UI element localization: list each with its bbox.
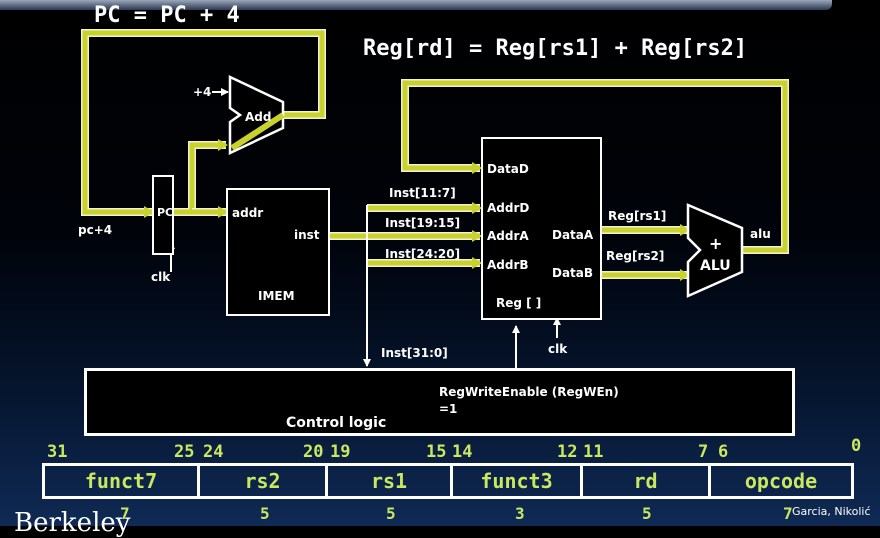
pc-register-label: PC bbox=[157, 206, 174, 219]
author-credit: Garcia, Nikolić bbox=[792, 505, 871, 518]
bit-31: 31 bbox=[47, 442, 68, 462]
pc-feedback-wire bbox=[81, 29, 326, 216]
bit-11: 11 bbox=[583, 442, 604, 462]
regfile-datad-port: DataD bbox=[487, 162, 529, 176]
imem-addr-port: addr bbox=[232, 206, 264, 220]
imem-inst-port: inst bbox=[294, 228, 320, 242]
adder-plus4-label: +4 bbox=[193, 85, 212, 99]
regfile-addra-port: AddrA bbox=[487, 229, 529, 243]
control-logic-label: Control logic bbox=[286, 415, 387, 431]
alu-input-a-label: Reg[rs1] bbox=[608, 209, 667, 223]
bit-19: 19 bbox=[330, 442, 351, 462]
field-rs1: rs1 bbox=[328, 463, 453, 499]
reg-update-equation: Reg[rd] = Reg[rs1] + Reg[rs2] bbox=[363, 36, 748, 61]
top-bar bbox=[0, 0, 832, 10]
field-rs2: rs2 bbox=[200, 463, 328, 499]
pc-plus4-label: pc+4 bbox=[78, 223, 113, 237]
field-opcode: opcode bbox=[711, 463, 854, 499]
bit-6: 6 bbox=[718, 442, 729, 462]
regfile-clock-label: clk bbox=[548, 342, 568, 356]
regwen-value-label: =1 bbox=[439, 402, 458, 416]
width-rd: 5 bbox=[642, 504, 652, 523]
inst-rs1-slice-label: Inst[19:15] bbox=[385, 216, 461, 230]
control-logic-block bbox=[84, 368, 795, 436]
regwen-signal-label: RegWriteEnable (RegWEn) bbox=[439, 385, 619, 399]
imem-name-label: IMEM bbox=[258, 289, 295, 303]
alu-name-label: ALU bbox=[700, 258, 731, 274]
pc-register bbox=[152, 175, 174, 255]
alu-input-b-label: Reg[rs2] bbox=[606, 249, 665, 263]
pc-update-equation: PC = PC + 4 bbox=[94, 3, 240, 28]
inst-rd-slice-label: Inst[11:7] bbox=[389, 186, 456, 200]
alu-symbol: + bbox=[709, 234, 723, 253]
pc-clock-label: clk bbox=[151, 270, 171, 284]
regfile-datab-port: DataB bbox=[552, 266, 594, 280]
bit-15: 15 bbox=[426, 442, 447, 462]
imem-block bbox=[226, 188, 330, 316]
bit-20: 20 bbox=[303, 442, 324, 462]
bit-24: 24 bbox=[203, 442, 224, 462]
bit-0: 0 bbox=[851, 436, 862, 456]
regfile-addrb-port: AddrB bbox=[487, 258, 529, 272]
berkeley-wordmark: Berkeley bbox=[14, 508, 131, 538]
inst-rs2-slice-label: Inst[24:20] bbox=[385, 247, 461, 261]
bit-25: 25 bbox=[174, 442, 195, 462]
adder-shape bbox=[228, 75, 285, 155]
regfile-name-label: Reg [ ] bbox=[496, 296, 542, 310]
bit-7: 7 bbox=[698, 442, 709, 462]
regfile-dataa-port: DataA bbox=[552, 228, 594, 242]
width-rs1: 5 bbox=[386, 504, 396, 523]
alu-output-label: alu bbox=[750, 227, 771, 241]
width-funct3: 3 bbox=[515, 504, 525, 523]
regfile-addrd-port: AddrD bbox=[487, 201, 530, 215]
bit-12: 12 bbox=[557, 442, 578, 462]
datapath-wires bbox=[81, 29, 789, 368]
field-funct3: funct3 bbox=[453, 463, 583, 499]
width-funct7: 7 bbox=[120, 504, 130, 523]
pc-to-adder-wire bbox=[172, 141, 226, 216]
width-rs2: 5 bbox=[260, 504, 270, 523]
inst-control-slice-label: Inst[31:0] bbox=[381, 346, 448, 360]
field-rd: rd bbox=[583, 463, 711, 499]
register-file bbox=[481, 137, 602, 320]
alu-shape bbox=[686, 203, 744, 298]
instruction-format-bar bbox=[42, 463, 854, 499]
adder-name-label: Add bbox=[245, 110, 272, 124]
field-funct7: funct7 bbox=[45, 463, 200, 499]
bit-14: 14 bbox=[452, 442, 473, 462]
width-opcode: 7 bbox=[783, 504, 793, 523]
